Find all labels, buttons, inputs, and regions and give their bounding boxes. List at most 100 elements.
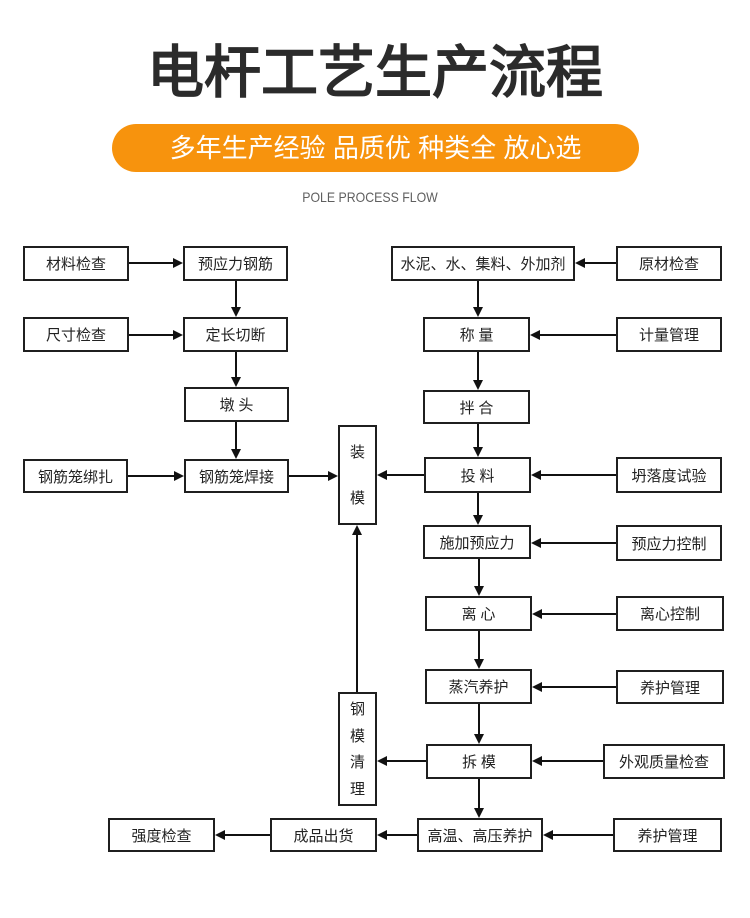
step-label: 水泥、水、集料、外加剂 bbox=[400, 257, 566, 273]
step-label: 离 心 bbox=[461, 607, 496, 623]
step-label: 投 料 bbox=[460, 468, 495, 485]
arrowhead bbox=[328, 471, 338, 481]
step-label: 装模 bbox=[340, 430, 375, 523]
step-label: 坍落度试验 bbox=[631, 468, 707, 485]
step-label: 钢筋笼绑扎 bbox=[37, 469, 113, 486]
step-feeding: 投 料 bbox=[424, 457, 531, 493]
step-demolding: 拆 模 bbox=[426, 744, 532, 779]
page-title: 电杆工艺生产流程 bbox=[147, 41, 603, 105]
arrow-prestress-steel-to-cut-to-length bbox=[231, 281, 241, 317]
step-label: 称 量 bbox=[459, 328, 494, 344]
step-mixing: 拌 合 bbox=[423, 390, 530, 424]
step-mold-assembly: 装模 bbox=[338, 425, 377, 525]
step-appearance-inspection: 外观质量检查 bbox=[603, 744, 725, 779]
arrow-apply-prestress-to-centrifuging bbox=[474, 559, 484, 596]
step-label: 拌 合 bbox=[459, 400, 494, 417]
step-label: 高温、高压养护 bbox=[427, 828, 533, 845]
arrowhead bbox=[174, 471, 184, 481]
vertical-label-char: 模 bbox=[349, 491, 365, 508]
step-strength-check: 强度检查 bbox=[108, 818, 215, 852]
step-label: 计量管理 bbox=[638, 328, 699, 344]
step-prestress-steel: 预应力钢筋 bbox=[183, 246, 288, 281]
step-upsetting: 墩 头 bbox=[184, 387, 289, 422]
english-subtitle: POLE PROCESS FLOW bbox=[0, 188, 740, 206]
arrow-feeding-to-apply-prestress bbox=[473, 493, 483, 525]
step-label: 成品出货 bbox=[293, 828, 354, 845]
slogan-banner: 多年生产经验 品质优 种类全 放心选 bbox=[112, 124, 639, 172]
arrowhead bbox=[474, 808, 484, 818]
arrowhead bbox=[532, 609, 542, 619]
step-label: 蒸汽养护 bbox=[448, 680, 509, 696]
arrow-cage-welding-to-mold-assembly bbox=[289, 471, 338, 481]
arrowhead bbox=[532, 756, 542, 766]
vertical-label-char: 装 bbox=[349, 444, 365, 461]
arrowhead bbox=[377, 830, 387, 840]
arrow-raw-material-check-to-raw-materials bbox=[575, 258, 616, 268]
step-steam-curing: 蒸汽养护 bbox=[425, 669, 532, 704]
step-apply-prestress: 施加预应力 bbox=[423, 525, 531, 559]
arrow-demolding-to-autoclave-curing bbox=[474, 779, 484, 818]
arrowhead bbox=[352, 525, 362, 535]
arrowhead bbox=[543, 830, 553, 840]
arrowhead bbox=[473, 307, 483, 317]
arrow-metering-management-to-weighing bbox=[530, 330, 616, 340]
arrow-size-check-to-cut-to-length bbox=[129, 330, 183, 340]
step-raw-material-check: 原材检查 bbox=[616, 246, 722, 281]
vertical-label-char: 理 bbox=[349, 782, 365, 799]
arrowhead bbox=[173, 330, 183, 340]
arrow-prestress-control-to-apply-prestress bbox=[531, 538, 616, 548]
arrow-centrifuging-to-steam-curing bbox=[474, 631, 484, 669]
vertical-label-char: 钢 bbox=[349, 701, 365, 718]
step-label: 预应力钢筋 bbox=[197, 257, 273, 273]
step-size-check: 尺寸检查 bbox=[23, 317, 129, 352]
step-label: 离心控制 bbox=[639, 607, 700, 623]
step-autoclave-curing: 高温、高压养护 bbox=[417, 818, 543, 852]
vertical-label-char: 清 bbox=[349, 755, 365, 772]
step-label: 材料检查 bbox=[45, 257, 106, 273]
step-label: 定长切断 bbox=[205, 328, 266, 344]
arrow-mold-cleaning-to-mold-assembly bbox=[352, 525, 362, 692]
step-slump-test: 坍落度试验 bbox=[616, 457, 722, 493]
arrow-curing-management-1-to-steam-curing bbox=[532, 682, 616, 692]
arrow-autoclave-curing-to-product-shipping bbox=[377, 830, 417, 840]
step-label: 强度检查 bbox=[131, 828, 192, 845]
arrow-demolding-to-mold-cleaning bbox=[377, 756, 426, 766]
arrowhead bbox=[231, 307, 241, 317]
arrow-weighing-to-mixing bbox=[473, 352, 483, 390]
arrowhead bbox=[532, 682, 542, 692]
arrow-cut-to-length-to-upsetting bbox=[231, 352, 241, 387]
arrow-feeding-to-mold-assembly bbox=[377, 470, 424, 480]
step-curing-management-2: 养护管理 bbox=[613, 818, 722, 852]
step-label: 养护管理 bbox=[639, 680, 700, 697]
step-label: 养护管理 bbox=[637, 828, 698, 845]
step-cage-binding: 钢筋笼绑扎 bbox=[23, 459, 128, 493]
arrowhead bbox=[173, 258, 183, 268]
arrowhead bbox=[531, 470, 541, 480]
arrow-cage-binding-to-cage-welding bbox=[128, 471, 184, 481]
step-label: 原材检查 bbox=[638, 257, 699, 273]
step-metering-management: 计量管理 bbox=[616, 317, 722, 352]
arrowhead bbox=[474, 586, 484, 596]
step-label: 尺寸检查 bbox=[45, 328, 106, 344]
arrowhead bbox=[473, 380, 483, 390]
vertical-label-char: 模 bbox=[349, 728, 365, 745]
arrowhead bbox=[473, 447, 483, 457]
arrowhead bbox=[474, 659, 484, 669]
arrowhead bbox=[377, 756, 387, 766]
arrow-appearance-inspection-to-demolding bbox=[532, 756, 603, 766]
step-prestress-control: 预应力控制 bbox=[616, 525, 722, 561]
step-centrifuge-control: 离心控制 bbox=[616, 596, 724, 631]
arrow-curing-management-2-to-autoclave-curing bbox=[543, 830, 613, 840]
step-label: 预应力控制 bbox=[631, 536, 707, 553]
arrowhead bbox=[530, 330, 540, 340]
step-centrifuging: 离 心 bbox=[425, 596, 532, 631]
arrowhead bbox=[377, 470, 387, 480]
english-subtitle-text: POLE PROCESS FLOW bbox=[302, 189, 438, 205]
step-material-check: 材料检查 bbox=[23, 246, 129, 281]
arrow-material-check-to-prestress-steel bbox=[129, 258, 183, 268]
arrowhead bbox=[231, 449, 241, 459]
step-weighing: 称 量 bbox=[423, 317, 530, 352]
arrow-raw-materials-to-weighing bbox=[473, 281, 483, 317]
arrowhead bbox=[474, 734, 484, 744]
